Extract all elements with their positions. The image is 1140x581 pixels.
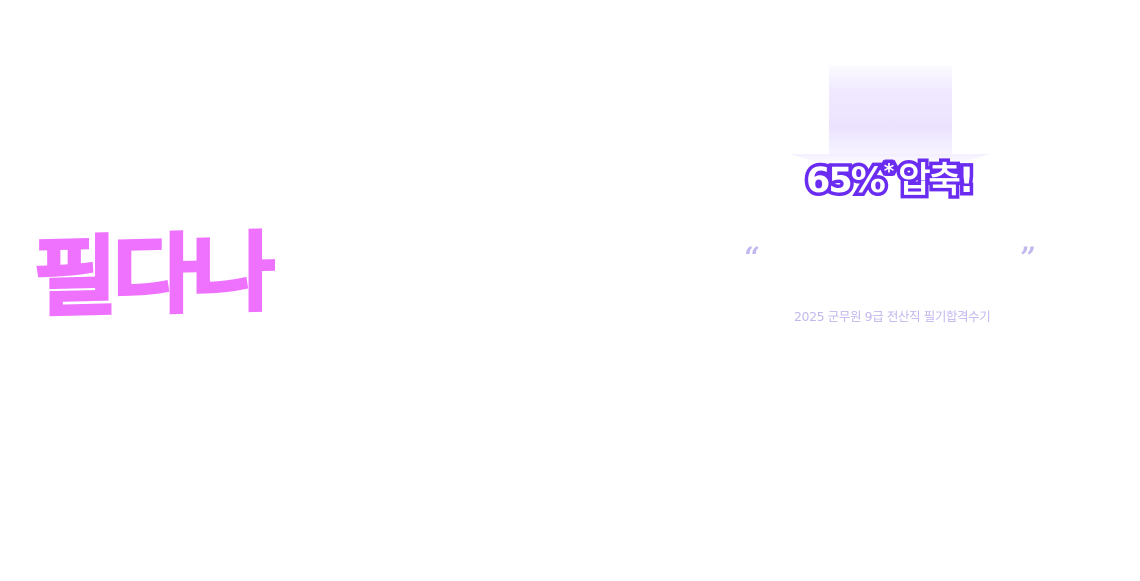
compression-badge: 65%*압축!: [803, 157, 979, 204]
compression-label: 압축!: [895, 158, 978, 204]
arrow-shaft: [829, 66, 952, 156]
footnote-mark: *: [880, 157, 898, 186]
testimonial-quote: [770, 256, 1016, 296]
compression-value: 65%: [803, 158, 890, 204]
open-quote-icon: “: [744, 241, 761, 274]
testimonial-source: 2025 군무원 9급 전산직 필기합격수기: [794, 309, 991, 324]
arrow-head: [790, 154, 990, 166]
down-arrow-icon: [790, 66, 990, 166]
logo: 필다나: [32, 222, 272, 331]
close-quote-icon: ”: [1020, 241, 1037, 274]
